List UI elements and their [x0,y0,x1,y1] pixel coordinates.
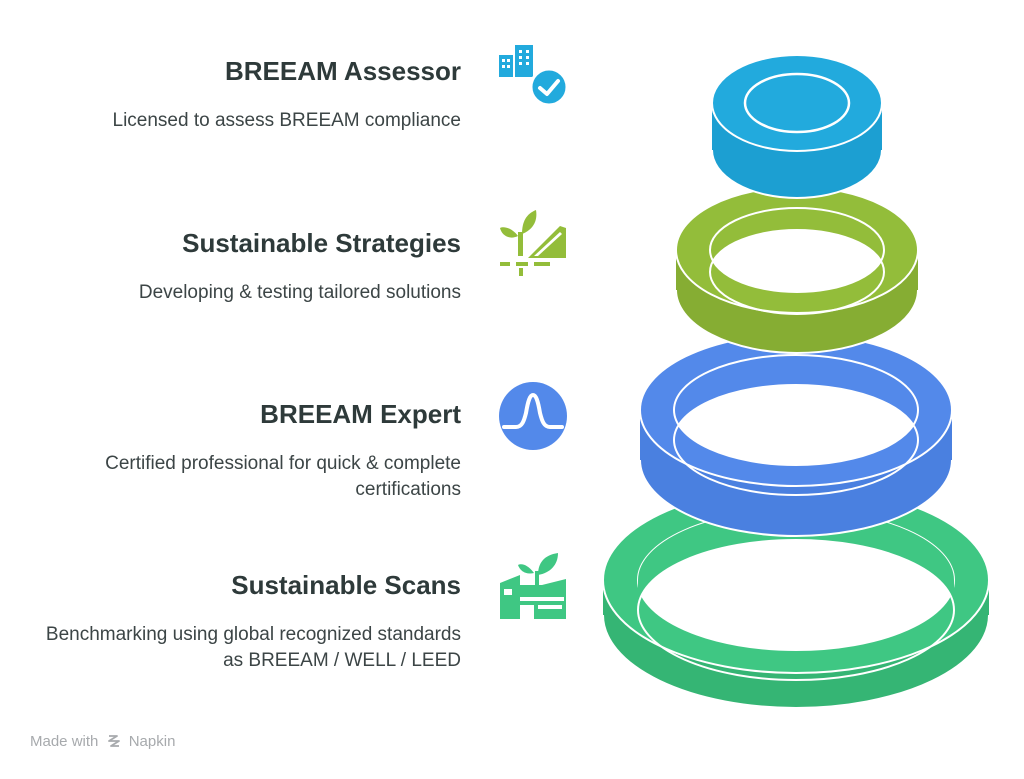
item-title: Sustainable Strategies [182,228,461,258]
item-breeam-expert: BREEAM Expert Certified professional for… [21,399,461,503]
item-title: BREEAM Assessor [224,56,461,86]
made-with-napkin-footer: Made with Napkin [30,733,175,750]
sprout-ramp-icon [500,210,566,276]
item-description: Licensed to assess BREEAM compliance [112,110,462,131]
item-description: Benchmarking using global recognized sta… [45,624,461,671]
factory-sprout-icon [500,553,566,619]
building-check-icon [499,45,569,107]
ring-breeam-assessor [711,54,883,199]
item-description: Developing & testing tailored solutions [138,282,461,303]
item-breeam-assessor: BREEAM Assessor Licensed to assess BREEA… [21,56,462,134]
item-sustainable-scans: Sustainable Scans Benchmarking using glo… [21,570,461,674]
item-title: BREEAM Expert [260,399,461,429]
item-title: Sustainable Scans [231,570,461,600]
napkin-logo-icon [107,735,120,747]
pulse-wave-icon [499,382,567,450]
item-sustainable-strategies: Sustainable Strategies Developing & test… [21,228,461,306]
ring-breeam-expert [639,333,953,537]
footer-brand: Napkin [128,733,176,750]
ring-sustainable-strategies [675,186,919,354]
footer-made-with: Made with [30,733,99,750]
ring-sustainable-scans [602,486,990,709]
item-description: Certified professional for quick & compl… [105,453,461,500]
